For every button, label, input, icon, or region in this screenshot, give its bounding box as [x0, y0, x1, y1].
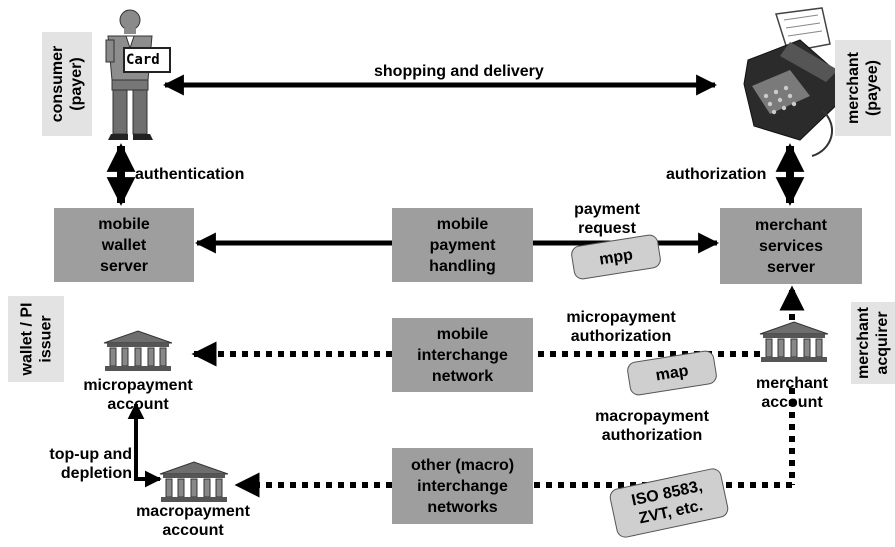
consumer-figure	[105, 9, 171, 140]
payment-request-label: payment request	[574, 201, 640, 237]
macropayment-authorization-label: macropayment authorization	[595, 408, 709, 444]
topup-depletion-label: top-up and depletion	[49, 446, 132, 482]
card-label: Card	[126, 52, 160, 68]
topup-depletion-arrow	[127, 402, 162, 488]
macropayment-bank-icon	[159, 461, 229, 502]
merchant-account-label: merchant account	[755, 375, 829, 411]
macropayment-account-label: macropayment account	[136, 503, 250, 539]
consumer-payer-label: consumer(payer)	[42, 32, 92, 136]
payment-terminal-image	[743, 7, 849, 157]
merchant-payee-label: merchant(payee)	[835, 40, 891, 136]
authorization-label: authorization	[666, 166, 767, 183]
shopping-delivery-label: shopping and delivery	[374, 63, 544, 80]
authentication-label: authentication	[135, 166, 245, 183]
micropayment-bank-icon	[103, 330, 173, 371]
micropayment-account-label: micropayment account	[83, 377, 193, 413]
micropayment-authorization-label: micropayment authorization	[566, 309, 676, 345]
merchant-bank-icon	[759, 321, 829, 362]
